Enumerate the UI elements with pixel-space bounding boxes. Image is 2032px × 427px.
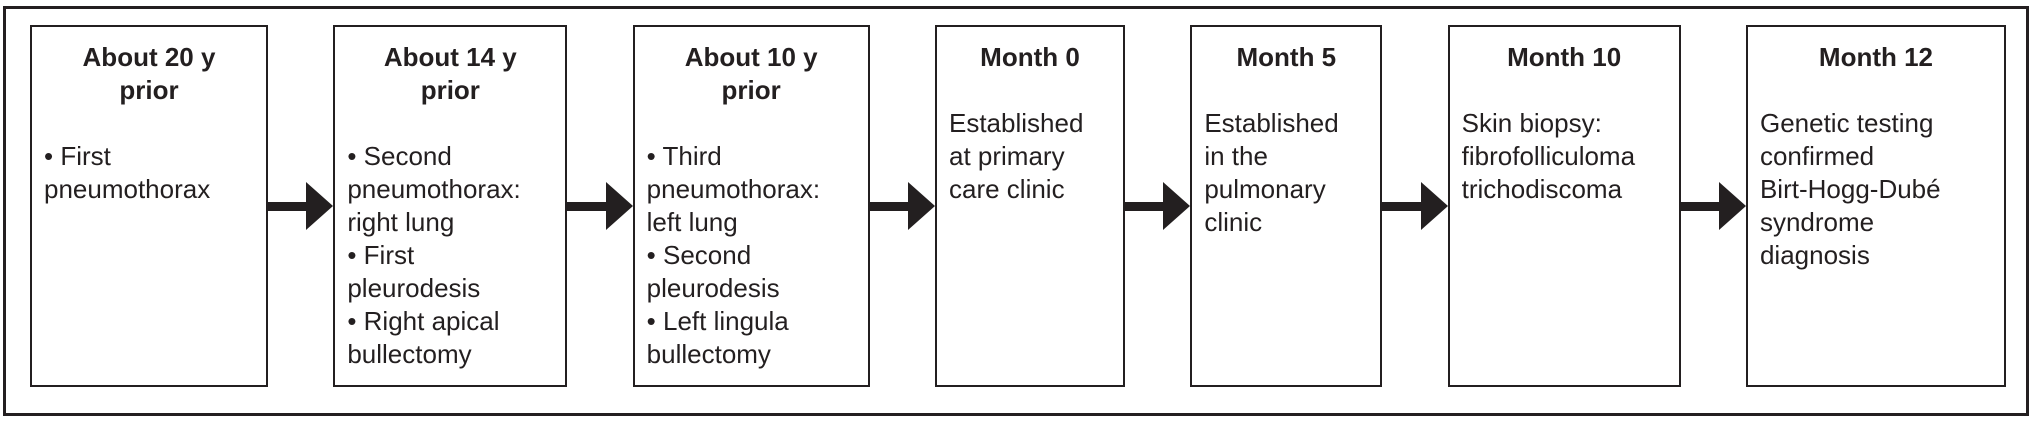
- arrow-head: [1163, 182, 1191, 230]
- box-body: • Second pneumothorax: right lung • Firs…: [347, 140, 553, 371]
- box-body: Established in the pulmonary clinic: [1204, 107, 1368, 239]
- right-arrow-icon: [1382, 182, 1448, 230]
- box-text: Established in the pulmonary clinic: [1204, 108, 1339, 237]
- right-arrow-icon: [567, 182, 633, 230]
- timeline-box-1: About 20 y prior • First pneumothorax: [30, 25, 268, 387]
- arrow-connector: [268, 25, 334, 387]
- arrow-shaft: [567, 201, 608, 211]
- box-body: • First pneumothorax: [44, 140, 254, 206]
- arrow-connector: [1124, 25, 1191, 387]
- timeline-row: About 20 y prior • First pneumothorax Ab…: [30, 25, 2006, 387]
- arrow-head: [1718, 182, 1746, 230]
- timeline-box-5: Month 5 Established in the pulmonary cli…: [1190, 25, 1383, 387]
- arrow-connector: [1382, 25, 1448, 387]
- timeline-box-6: Month 10 Skin biopsy: fibrofolliculoma t…: [1447, 25, 1681, 387]
- bullet-item: • Left lingula bullectomy: [646, 306, 789, 369]
- right-arrow-icon: [1680, 182, 1746, 230]
- box-body: • Third pneumothorax: left lung • Second…: [647, 140, 856, 371]
- right-arrow-icon: [869, 182, 935, 230]
- arrow-connector: [567, 25, 633, 387]
- box-body: Genetic testing confirmed Birt-Hogg-Dubé…: [1760, 107, 1992, 272]
- arrow-shaft: [1680, 201, 1721, 211]
- box-text: Established at primary care clinic: [948, 108, 1084, 204]
- right-arrow-icon: [1124, 182, 1191, 230]
- arrow-head: [306, 182, 334, 230]
- arrow-shaft: [1124, 201, 1166, 211]
- arrow-head: [1420, 182, 1448, 230]
- arrow-shaft: [869, 201, 910, 211]
- bullet-item: • Second pleurodesis: [646, 240, 780, 303]
- bullet-item: • First pneumothorax: [44, 141, 211, 204]
- bullet-item: • Second pneumothorax: right lung: [347, 141, 521, 237]
- arrow-head: [605, 182, 633, 230]
- box-text: Genetic testing confirmed Birt-Hogg-Dubé…: [1759, 108, 1941, 270]
- box-heading: About 20 y prior: [82, 42, 216, 105]
- box-heading: Month 12: [1818, 42, 1934, 72]
- arrow-shaft: [1382, 201, 1423, 211]
- timeline-box-2: About 14 y prior • Second pneumothorax: …: [333, 25, 568, 387]
- box-heading: Month 0: [980, 42, 1080, 72]
- timeline-box-3: About 10 y prior • Third pneumothorax: l…: [632, 25, 870, 387]
- bullet-item: • First pleurodesis: [347, 240, 481, 303]
- bullet-item: • Third pneumothorax: left lung: [646, 141, 821, 237]
- timeline-box-7: Month 12 Genetic testing confirmed Birt-…: [1745, 25, 2006, 387]
- box-body: Skin biopsy: fibrofolliculoma trichodisc…: [1462, 107, 1667, 206]
- right-arrow-icon: [268, 182, 334, 230]
- box-body: Established at primary care clinic: [949, 107, 1111, 206]
- arrow-head: [907, 182, 935, 230]
- box-heading: Month 5: [1236, 42, 1337, 72]
- arrow-shaft: [268, 201, 309, 211]
- arrow-connector: [869, 25, 935, 387]
- box-heading: About 10 y prior: [684, 42, 818, 105]
- timeline-box-4: Month 0 Established at primary care clin…: [934, 25, 1125, 387]
- box-heading: Month 10: [1507, 42, 1622, 72]
- bullet-item: • Right apical bullectomy: [347, 306, 500, 369]
- box-text: Skin biopsy: fibrofolliculoma trichodisc…: [1461, 108, 1636, 204]
- outer-frame: About 20 y prior • First pneumothorax Ab…: [3, 6, 2029, 416]
- box-heading: About 14 y prior: [383, 42, 517, 105]
- arrow-connector: [1680, 25, 1746, 387]
